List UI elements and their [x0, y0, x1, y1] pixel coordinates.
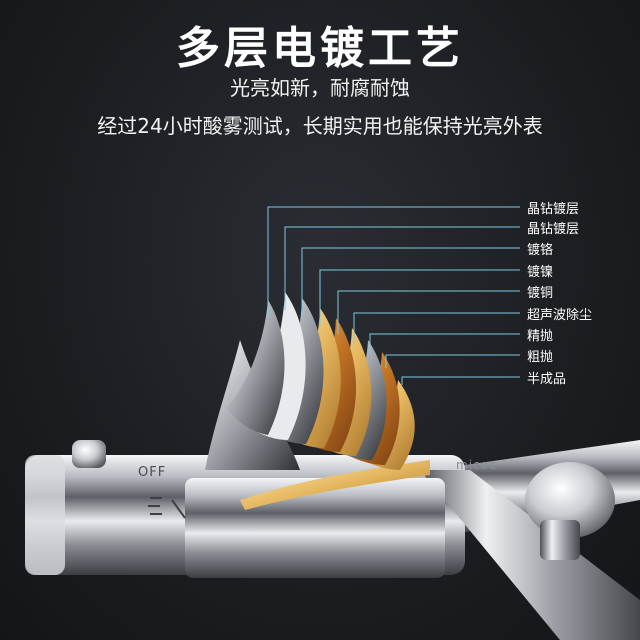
leader-lines	[267, 206, 520, 385]
layer-label-crystal-2: 晶钻镀层	[527, 222, 580, 237]
page-title: 多层电镀工艺	[176, 23, 464, 74]
subtitle: 光亮如新，耐腐耐蚀	[230, 76, 410, 100]
layer-label-ultrasonic: 超声波除尘	[527, 308, 593, 323]
layer-label-semi-finished: 半成品	[527, 372, 567, 387]
layer-label-nickel: 镀镍	[527, 265, 554, 280]
left-cap	[25, 455, 65, 575]
layer-label-crystal-1: 晶钻镀层	[527, 202, 580, 217]
layer-label-rough-polish: 粗抛	[527, 350, 554, 365]
layer-label-chrome: 镀铬	[527, 243, 554, 258]
knob-stem	[540, 520, 580, 560]
description: 经过24小时酸雾测试，长期实用也能保持光亮外表	[97, 114, 543, 138]
control-button	[72, 440, 106, 468]
brand-logo-text: micoe	[456, 458, 498, 472]
outlet-pipe	[420, 470, 640, 640]
dial-off-label: OFF	[138, 465, 167, 480]
layer-label-fine-polish: 精抛	[527, 329, 554, 344]
gold-strip	[240, 460, 430, 510]
layer-crystal-1	[226, 300, 285, 435]
layer-label-copper: 镀铜	[527, 286, 554, 301]
diverter-knob	[525, 462, 615, 538]
